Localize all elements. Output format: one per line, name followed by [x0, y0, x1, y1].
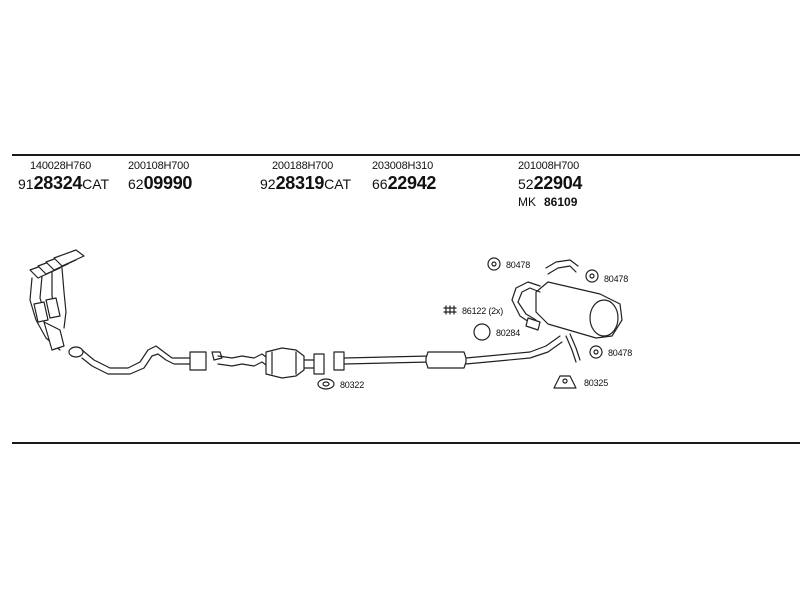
top-rule [12, 154, 800, 156]
callout-label: 80478 [608, 348, 633, 358]
part-prefix: 91 [18, 176, 34, 192]
part-suffix: CAT [324, 176, 352, 192]
rubber-mount-icon-1 [487, 257, 501, 271]
front-pipe [81, 345, 207, 375]
part-number: 5222904 [518, 173, 582, 194]
ring-icon [473, 323, 491, 341]
mk-number: 86109 [544, 195, 578, 209]
intermediate-pipe [211, 351, 271, 369]
part-prefix: 62 [128, 176, 144, 192]
callout-label: 80478 [506, 260, 531, 270]
exhaust-manifold [29, 249, 85, 358]
oe-number: 200108H700 [128, 160, 190, 172]
catalytic-converter [265, 347, 325, 379]
gasket-80322 [317, 378, 335, 390]
part-suffix: CAT [82, 176, 110, 192]
part-catalytic-converter: 200188H700 9228319CAT [260, 160, 351, 194]
mounting-kit: MK 86109 [518, 194, 582, 210]
oe-number: 201008H700 [518, 160, 580, 172]
part-main: 28319 [275, 173, 325, 193]
rear-silencer [511, 259, 623, 363]
part-prefix: 52 [518, 176, 534, 192]
oe-number: 203008H310 [372, 160, 434, 172]
part-middle-silencer: 203008H310 6622942 [372, 160, 436, 194]
middle-pipe [333, 335, 563, 371]
part-prefix: 92 [260, 176, 276, 192]
part-number: 9128324CAT [18, 173, 109, 194]
oe-number: 200188H700 [272, 160, 334, 172]
clamp-icon [443, 305, 457, 315]
bottom-rule [12, 442, 800, 444]
hanger-icon [553, 375, 577, 389]
part-main: 09990 [143, 173, 193, 193]
part-rear-silencer: 201008H700 5222904 MK 86109 [518, 160, 582, 210]
callout-label: 80325 [584, 378, 609, 388]
callout-label: 80322 [340, 380, 365, 390]
mk-label: MK [518, 195, 536, 209]
part-main: 22904 [533, 173, 583, 193]
oe-number: 140028H760 [30, 160, 92, 172]
part-main: 28324 [33, 173, 83, 193]
part-main: 22942 [387, 173, 437, 193]
rubber-mount-icon-2 [585, 269, 599, 283]
part-intermediate-pipe: 200108H700 6209990 [128, 160, 192, 194]
part-number: 6209990 [128, 173, 192, 194]
part-number: 6622942 [372, 173, 436, 194]
part-prefix: 66 [372, 176, 388, 192]
part-number: 9228319CAT [260, 173, 351, 194]
rubber-mount-icon-3 [589, 345, 603, 359]
callout-label: 80284 [496, 328, 521, 338]
part-front-pipe: 140028H760 9128324CAT [18, 160, 109, 194]
callout-label: 86122 (2x) [462, 306, 504, 316]
callout-label: 80478 [604, 274, 629, 284]
